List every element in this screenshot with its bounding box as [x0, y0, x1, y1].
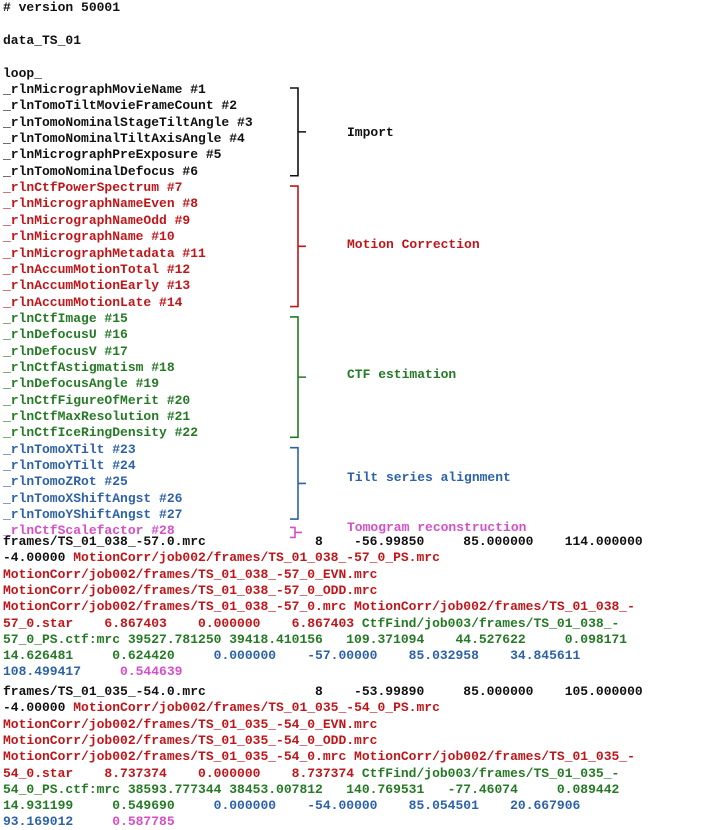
data-row-line: MotionCorr/job002/frames/TS_01_035_-54_0… [3, 749, 635, 765]
column-header: _rlnTomoNominalTiltAxisAngle #4 [3, 131, 245, 147]
value-segment: 108.499417 [3, 664, 121, 680]
data-row-line: frames/TS_01_038_-57.0.mrc 8 -56.99850 8… [3, 534, 643, 550]
column-header: _rlnCtfPowerSpectrum #7 [3, 180, 183, 196]
column-header: _rlnMicrographMovieName #1 [3, 82, 206, 97]
data-row-line: MotionCorr/job002/frames/TS_01_038_-57_0… [3, 567, 377, 583]
value-segment: MotionCorr/job002/frames/TS_01_035_-54_0… [73, 700, 440, 716]
column-header: _rlnMicrographName #10 [3, 229, 175, 245]
column-header: _rlnTomoXTilt #23 [3, 441, 136, 457]
value-segment: MotionCorr/job002/frames/TS_01_038_-57_0… [73, 550, 440, 566]
column-header: _rlnTomoXShiftAngst #26 [3, 490, 183, 506]
column-header: _rlnDefocusV #17 [3, 343, 128, 359]
data-row-line: 57_0_PS.ctf:mrc 39527.781250 39418.41015… [3, 632, 627, 648]
value-segment: frames/TS_01_038_-57.0.mrc 8 -56.99850 8… [3, 534, 643, 549]
column-header: _rlnCtfImage #15 [3, 310, 128, 326]
value-segment: MotionCorr/job002/frames/TS_01_038_-57_0… [3, 582, 378, 598]
value-segment: 54_0_PS.ctf:mrc 38593.777344 38453.00781… [3, 781, 620, 797]
bracket-2 [290, 316, 306, 439]
column-header: _rlnCtfIceRingDensity #22 [3, 425, 199, 441]
column-header: _rlnCtfAstigmatism #18 [3, 359, 175, 375]
column-header: _rlnTomoYTilt #24 [3, 458, 136, 474]
group-label-tilt-series-alignment: Tilt series alignment [347, 470, 511, 485]
column-header: _rlnTomoTiltMovieFrameCount #2 [3, 98, 238, 114]
column-header: _rlnCtfMaxResolution #21 [3, 409, 191, 424]
value-segment: 0.000000 -57.00000 85.032958 34.845611 [213, 648, 581, 664]
column-header: _rlnAccumMotionEarly #13 [3, 278, 191, 294]
value-segment: 57_0_PS.ctf:mrc 39527.781250 39418.41015… [3, 631, 628, 647]
data-row-line: 93.169012 0.587785 [3, 814, 175, 830]
value-segment: MotionCorr/job002/frames/TS_01_035_-54_0… [3, 749, 635, 765]
column-header: _rlnMicrographNameEven #8 [3, 196, 199, 212]
group-label-tomogram-reconstruction: Tomogram reconstruction [347, 520, 527, 535]
group-label-import: Import [347, 125, 394, 140]
value-segment: 14.931199 0.549690 [3, 798, 214, 814]
value-segment: 0.000000 -54.00000 85.054501 20.667906 [213, 798, 581, 814]
data-row-line: frames/TS_01_035_-54.0.mrc 8 -53.99890 8… [3, 684, 643, 700]
version-comment: # version 50001 [3, 0, 121, 15]
value-segment: frames/TS_01_035_-54.0.mrc 8 -53.99890 8… [3, 684, 643, 699]
column-header: _rlnMicrographPreExposure #5 [3, 147, 222, 163]
value-segment: CtfFind/job003/frames/TS_01_038_- [361, 615, 620, 631]
bracket-3 [290, 446, 306, 520]
value-segment: -4.00000 [3, 700, 74, 716]
column-header: _rlnTomoNominalDefocus #6 [3, 163, 199, 179]
column-header: _rlnDefocusAngle #19 [3, 376, 160, 392]
data-row-line: MotionCorr/job002/frames/TS_01_038_-57_0… [3, 583, 377, 599]
value-segment: CtfFind/job003/frames/TS_01_035_- [361, 765, 620, 781]
group-label-ctf-estimation: CTF estimation [347, 367, 457, 382]
value-segment: 14.626481 0.624420 [3, 648, 214, 664]
data-row-line: MotionCorr/job002/frames/TS_01_038_-57_0… [3, 599, 635, 615]
column-header: _rlnAccumMotionTotal #12 [3, 261, 191, 277]
column-header: _rlnDefocusU #16 [3, 327, 128, 343]
data-row-line: -4.00000 MotionCorr/job002/frames/TS_01_… [3, 700, 440, 716]
value-segment: -4.00000 [3, 550, 74, 566]
data-row-line: MotionCorr/job002/frames/TS_01_035_-54_0… [3, 717, 377, 733]
column-header: _rlnMicrographMetadata #11 [3, 245, 206, 261]
column-header: _rlnTomoNominalStageTiltAngle #3 [3, 114, 253, 130]
value-segment: 0.587785 [112, 814, 175, 830]
data-row-line: MotionCorr/job002/frames/TS_01_035_-54_0… [3, 733, 377, 749]
data-row-line: 57_0.star 6.867403 0.000000 6.867403 Ctf… [3, 616, 619, 632]
column-header: _rlnTomoYShiftAngst #27 [3, 507, 183, 523]
data-row-line: -4.00000 MotionCorr/job002/frames/TS_01_… [3, 550, 440, 566]
data-row-line: 108.499417 0.544639 [3, 664, 182, 680]
value-segment: MotionCorr/job002/frames/TS_01_035_-54_0… [3, 716, 378, 732]
bracket-1 [290, 185, 306, 308]
data-block-name: data_TS_01 [3, 33, 82, 48]
column-header: _rlnCtfFigureOfMerit #20 [3, 392, 191, 408]
value-segment: 57_0.star 6.867403 0.000000 6.867403 [3, 615, 362, 631]
column-header: _rlnCtfScalefactor #28 [3, 523, 175, 539]
column-header: _rlnMicrographNameOdd #9 [3, 212, 191, 228]
value-segment: MotionCorr/job002/frames/TS_01_035_-54_0… [3, 732, 378, 748]
value-segment: 54_0.star 8.737374 0.000000 8.737374 [3, 765, 362, 781]
value-segment: MotionCorr/job002/frames/TS_01_038_-57_0… [3, 566, 378, 582]
value-segment: MotionCorr/job002/frames/TS_01_038_-57_0… [3, 599, 635, 615]
data-row-line: 14.931199 0.549690 0.000000 -54.00000 85… [3, 798, 580, 814]
group-label-motion-correction: Motion Correction [347, 237, 480, 252]
column-header: _rlnTomoZRot #25 [3, 474, 128, 490]
bracket-0 [290, 87, 306, 177]
data-row-line: 14.626481 0.624420 0.000000 -57.00000 85… [3, 648, 580, 664]
data-row-line: 54_0.star 8.737374 0.000000 8.737374 Ctf… [3, 766, 619, 782]
data-row-line: 54_0_PS.ctf:mrc 38593.777344 38453.00781… [3, 782, 619, 798]
column-header: _rlnAccumMotionLate #14 [3, 294, 183, 310]
loop-keyword: loop_ [3, 66, 43, 81]
value-segment: 93.169012 [3, 814, 113, 830]
value-segment: 0.544639 [120, 664, 183, 680]
